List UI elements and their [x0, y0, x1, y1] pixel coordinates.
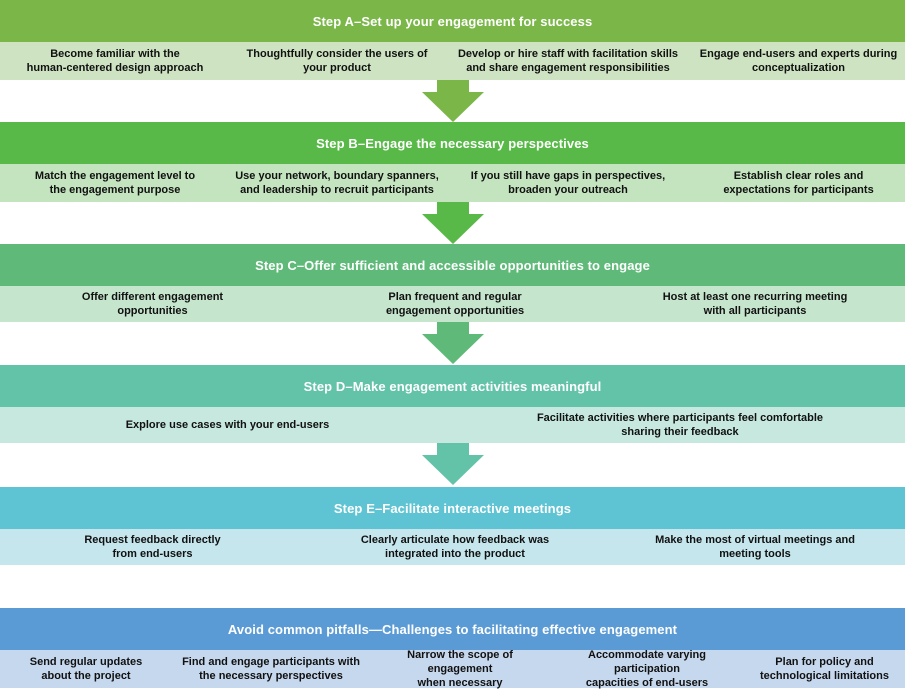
step-e-header: Step E–Facilitate interactive meetings: [0, 487, 905, 529]
step-b-item-2: Use your network, boundary spanners,and …: [235, 170, 439, 196]
flow-arrow-d-e-shape: [422, 443, 484, 485]
flow-arrow-c-d-shape: [422, 322, 484, 364]
flow-arrow-d-e: [422, 443, 484, 485]
step-d-item-1: Explore use cases with your end-users: [125, 419, 330, 431]
flow-arrow-b-c-shape: [422, 202, 484, 244]
step-d-header: Step D–Make engagement activities meanin…: [0, 365, 905, 407]
step-d-item-2: Facilitate activities where participants…: [536, 412, 824, 438]
step-b-header: Step B–Engage the necessary perspectives: [0, 122, 905, 164]
step-a-header: Step A–Set up your engagement for succes…: [0, 0, 905, 42]
flow-arrow-c-d: [422, 322, 484, 364]
flow-arrow-a-b-shape: [422, 80, 484, 122]
flow-arrow-a-b: [422, 80, 484, 122]
step-b-item-3: If you still have gaps in perspectives,b…: [470, 170, 666, 196]
step-a-item-3: Develop or hire staff with facilitation …: [457, 48, 679, 74]
step-c-header: Step C–Offer sufficient and accessible o…: [0, 244, 905, 286]
step-d-row: Explore use cases with your end-users Fa…: [0, 407, 905, 443]
pitfalls-header: Avoid common pitfalls—Challenges to faci…: [0, 608, 905, 650]
flow-arrow-b-c: [422, 202, 484, 244]
